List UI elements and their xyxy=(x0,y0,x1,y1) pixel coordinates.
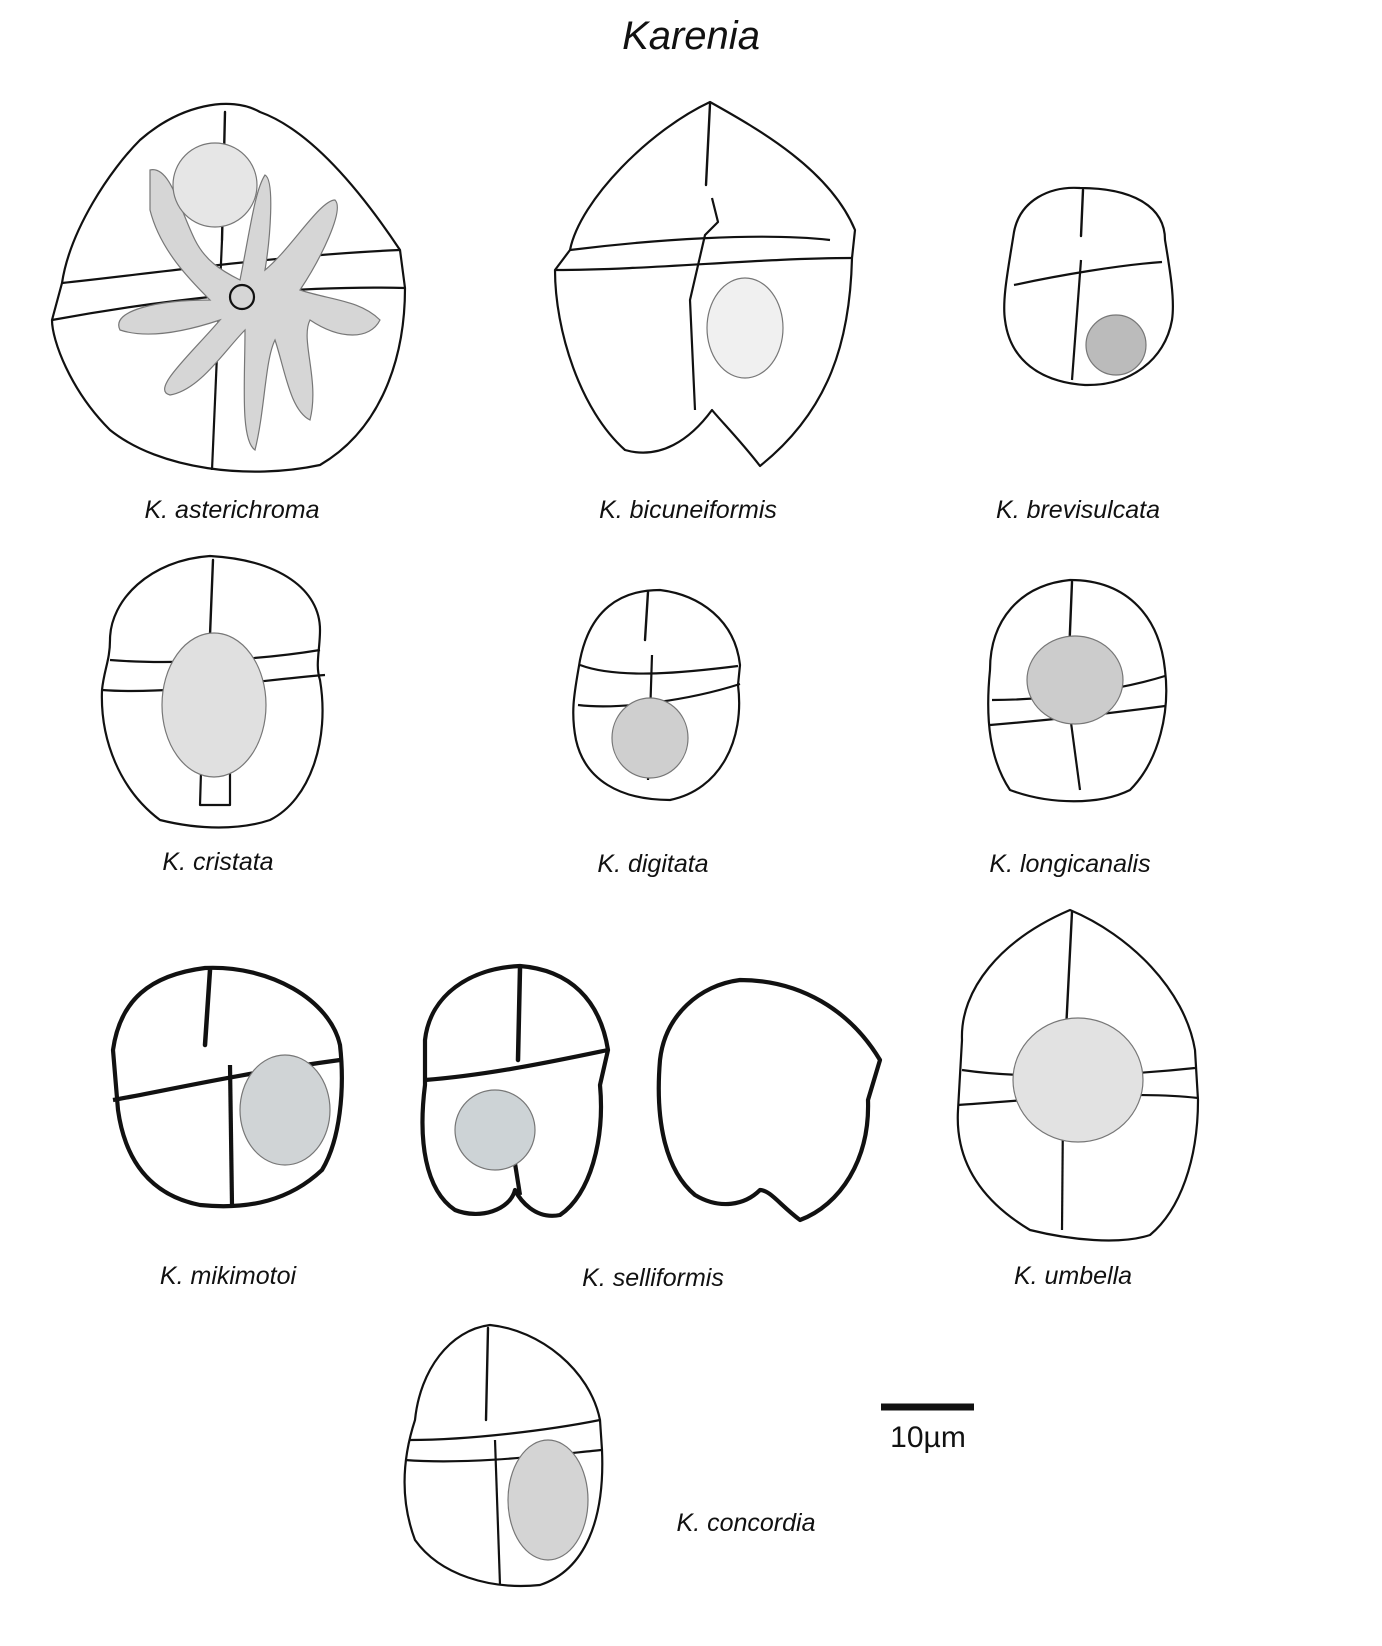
cell-concordia xyxy=(403,1323,604,1587)
cell-cristata xyxy=(100,554,326,829)
label-asterichroma: K. asterichroma xyxy=(144,496,320,524)
cell-umbella xyxy=(956,908,1200,1242)
label-cristata: K. cristata xyxy=(162,848,274,876)
cell-brevisulcata xyxy=(1003,186,1175,387)
scale-bar-label: 10µm xyxy=(890,1421,966,1454)
label-mikimotoi: K. mikimotoi xyxy=(159,1262,297,1290)
cell-selliformis xyxy=(420,963,883,1223)
label-brevisulcata: K. brevisulcata xyxy=(996,496,1160,524)
label-longicanalis: K. longicanalis xyxy=(989,850,1151,878)
figure-title: Karenia xyxy=(622,14,760,58)
cell-bicuneiformis xyxy=(553,100,857,468)
cell-digitata xyxy=(572,588,742,802)
cell-longicanalis xyxy=(987,578,1168,803)
label-bicuneiformis: K. bicuneiformis xyxy=(599,496,777,524)
label-selliformis: K. selliformis xyxy=(582,1264,724,1292)
label-umbella: K. umbella xyxy=(1013,1262,1133,1290)
cell-mikimotoi xyxy=(110,965,344,1209)
cell-asterichroma xyxy=(50,102,407,473)
label-digitata: K. digitata xyxy=(597,850,709,878)
label-concordia: K. concordia xyxy=(676,1509,816,1537)
